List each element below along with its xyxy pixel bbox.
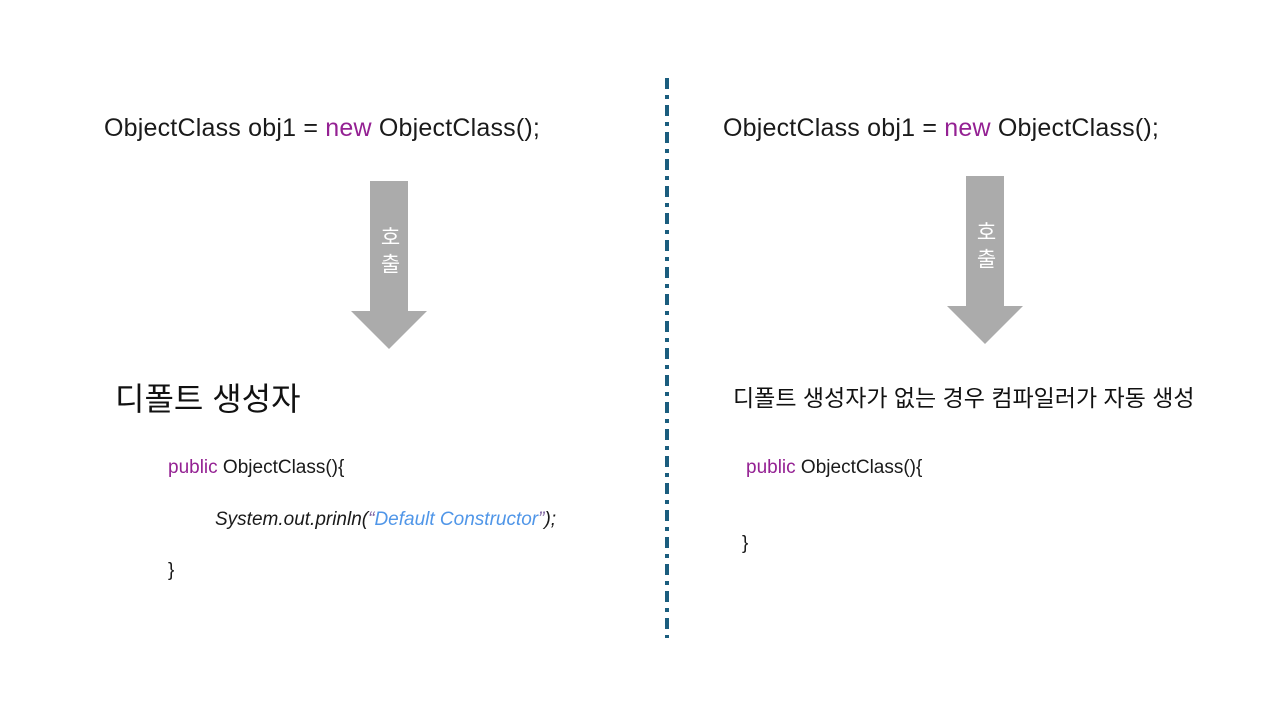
left-code-keyword-public: public — [168, 457, 218, 478]
left-code-line1-rest: ObjectClass(){ — [217, 457, 345, 478]
left-code-open-quote: “ — [368, 509, 375, 530]
right-code-keyword-public: public — [746, 457, 796, 478]
right-statement-keyword-new: new — [944, 114, 991, 142]
right-statement: ObjectClass obj1 = new ObjectClass(); — [723, 114, 1159, 143]
left-code-line2-pre: System.out.prinln( — [215, 509, 369, 530]
left-arrow-head-icon — [351, 311, 427, 349]
left-code-line1: public ObjectClass(){ — [168, 457, 344, 479]
right-code-line3: } — [742, 533, 749, 554]
right-arrow-shaft: 호출 — [966, 176, 1004, 306]
left-statement: ObjectClass obj1 = new ObjectClass(); — [104, 114, 540, 143]
right-call-arrow: 호출 — [947, 176, 1023, 344]
left-arrow-shaft: 호출 — [370, 181, 408, 311]
left-heading: 디폴트 생성자 — [115, 381, 301, 417]
left-statement-keyword-new: new — [325, 114, 372, 142]
right-heading: 디폴트 생성자가 없는 경우 컴파일러가 자동 생성 — [733, 385, 1195, 411]
right-code-line1-rest: ObjectClass(){ — [795, 457, 923, 478]
left-code-line3: } — [168, 560, 175, 581]
left-code-line2-post: ); — [544, 509, 557, 530]
right-statement-pre: ObjectClass obj1 = — [723, 114, 945, 142]
left-call-arrow: 호출 — [351, 181, 427, 349]
left-arrow-label: 호출 — [377, 226, 401, 280]
left-code-string: Default Constructor — [374, 509, 539, 530]
right-code-line1: public ObjectClass(){ — [746, 457, 922, 479]
left-statement-post: ObjectClass(); — [371, 114, 541, 142]
right-arrow-label: 호출 — [973, 221, 997, 275]
left-code-close-quote: ” — [538, 509, 545, 530]
left-code-line2: System.out.prinln(“Default Constructor”)… — [215, 509, 556, 531]
panel-divider — [665, 78, 669, 638]
right-arrow-head-icon — [947, 306, 1023, 344]
right-statement-post: ObjectClass(); — [990, 114, 1160, 142]
left-statement-pre: ObjectClass obj1 = — [104, 114, 326, 142]
